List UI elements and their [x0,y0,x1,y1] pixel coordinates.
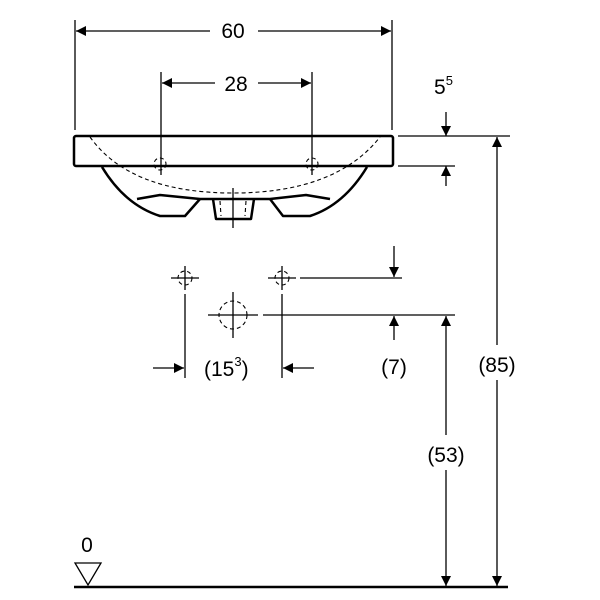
floor-level-symbol [73,562,103,587]
rim-height-label: (85) [478,354,515,377]
floor-level-label: 0 [81,534,93,557]
supply-connections [171,266,296,338]
width-label: 60 [221,20,244,43]
dimension-lines [73,20,510,589]
basin-outline [72,134,395,228]
dimension-labels: 60 28 55 (153) (7) (85) (53) 0 [81,20,516,557]
drain-height-label: (53) [427,444,464,467]
rim-thickness-label: 55 [434,73,453,99]
tap-spacing-label: 28 [224,73,247,96]
tap-hole-left [153,157,167,171]
bowl-hidden-line [89,136,381,194]
supply-spacing-label: (153) [204,354,249,381]
supply-offset-label: (7) [381,356,407,379]
